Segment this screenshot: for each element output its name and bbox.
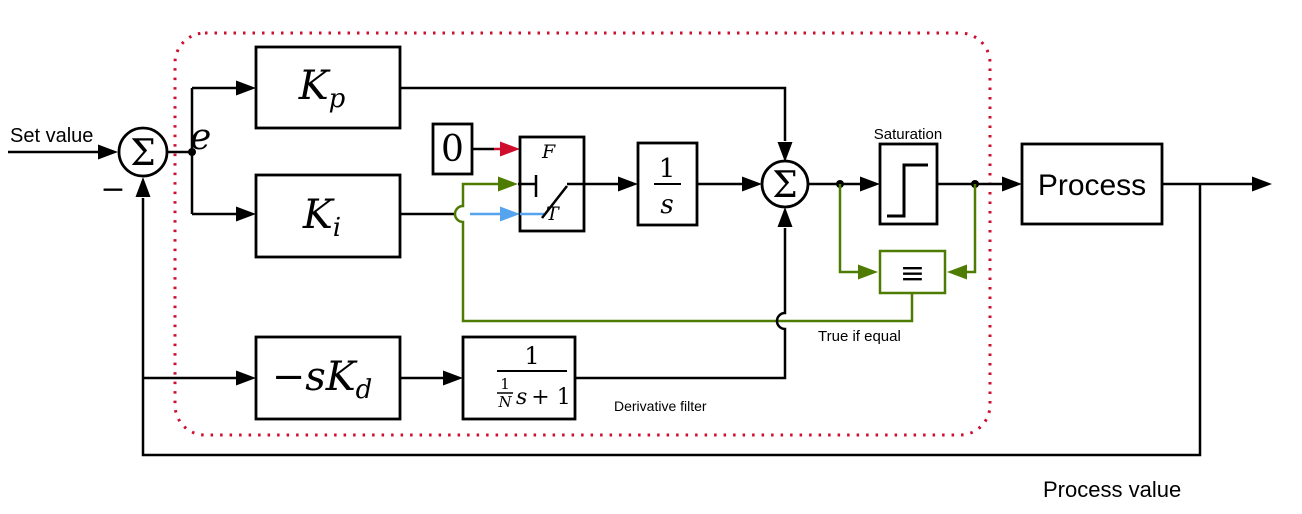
equal-right-tap-wire xyxy=(947,184,977,280)
switch-output-wire xyxy=(584,176,638,192)
filter-output-wire xyxy=(575,207,793,380)
integrator-denominator: s xyxy=(660,190,673,220)
arrowhead-icon xyxy=(500,141,520,157)
saturation-output-wire xyxy=(937,176,1022,192)
ki-box xyxy=(254,173,402,259)
arrowhead-icon xyxy=(777,207,793,227)
arrowhead-icon xyxy=(777,142,793,162)
zero-box xyxy=(431,122,474,176)
filter-numerator: 1 xyxy=(524,342,539,370)
filter-den-rest: + 1 xyxy=(531,385,570,410)
derivative-input-wire xyxy=(143,370,256,386)
process-label: Process xyxy=(1038,169,1146,202)
kp-out-path xyxy=(400,86,787,141)
arrowhead-icon xyxy=(742,176,762,192)
zero-label: 0 xyxy=(441,129,464,170)
ki-main: K xyxy=(302,192,335,238)
sum2-output-wire xyxy=(808,176,880,192)
process-block: Process xyxy=(1020,142,1164,226)
error-branch-wire xyxy=(167,80,256,222)
kd-gain-block: −sKd xyxy=(254,335,402,421)
ki-gain-block: Ki xyxy=(254,173,402,259)
saturation-label: Saturation xyxy=(874,126,942,143)
filter-den-s: s xyxy=(516,385,527,410)
kd-box xyxy=(254,335,402,421)
zero-constant-block: 0 xyxy=(431,122,474,176)
arrowhead-icon xyxy=(500,206,520,222)
kp-main: K xyxy=(298,63,331,109)
clamp-feedback-wire xyxy=(453,176,914,323)
equal-comparator-block: ≡ xyxy=(878,249,947,295)
kp-label: Kp xyxy=(298,63,346,114)
process-output-wire xyxy=(135,176,1272,457)
integrator-numerator: 1 xyxy=(659,154,676,184)
switch-false-label: F xyxy=(541,141,556,163)
filter-nested-denominator: N xyxy=(497,393,512,411)
arrowhead-icon xyxy=(236,80,256,96)
feedback-path xyxy=(141,184,1202,457)
saturation-curve-icon xyxy=(887,163,928,218)
equal-right-path xyxy=(967,184,977,274)
arrowhead-icon xyxy=(236,370,256,386)
arrowhead-icon xyxy=(1252,176,1272,192)
filter-nested-numerator: 1 xyxy=(500,375,510,393)
integrator-block: 1 s xyxy=(636,141,699,227)
arrowhead-icon xyxy=(135,177,151,197)
kd-main: −sK xyxy=(272,354,358,400)
saturation-block xyxy=(878,142,939,226)
arrowhead-icon xyxy=(618,176,638,192)
kd-label: −sKd xyxy=(272,354,373,405)
process-value-label: Process value xyxy=(1043,477,1181,502)
true-if-equal-label: True if equal xyxy=(818,328,901,345)
arrowhead-icon xyxy=(947,264,967,280)
arrowhead-icon xyxy=(236,206,256,222)
arrowhead-icon xyxy=(443,370,463,386)
arrowhead-icon xyxy=(860,176,880,192)
kd-sub: d xyxy=(356,375,373,405)
filter-denominator: s+ 1 xyxy=(516,385,571,410)
switch-block: F T xyxy=(518,135,586,233)
setpoint-wire xyxy=(8,144,118,160)
error-sum-junction: Σ xyxy=(117,126,169,178)
sigma-symbol: Σ xyxy=(772,165,797,206)
clamp-green-path xyxy=(453,182,914,323)
output-sum-junction: Σ xyxy=(760,159,810,209)
derivative-filter-label: Derivative filter xyxy=(614,398,707,414)
arrowhead-icon xyxy=(98,144,118,160)
set-value-label: Set value xyxy=(10,125,93,147)
true-input-wire xyxy=(470,206,520,222)
minus-sign-label: − xyxy=(100,172,125,207)
kp-output-wire xyxy=(400,86,793,162)
equal-left-path xyxy=(838,184,858,274)
kp-gain-block: Kp xyxy=(254,45,402,130)
filter-box xyxy=(461,335,577,421)
equal-left-tap-wire xyxy=(838,184,878,280)
ki-label: Ki xyxy=(302,192,341,243)
false-input-wire xyxy=(472,141,520,157)
ki-sub: i xyxy=(333,213,341,243)
saturation-box xyxy=(878,142,939,226)
switch-true-label: T xyxy=(546,203,560,225)
integrator-output-wire xyxy=(697,176,762,192)
derivative-filter-block: 1 1 N s+ 1 xyxy=(461,335,577,421)
error-signal-label: e xyxy=(190,117,211,158)
kd-output-wire xyxy=(400,370,463,386)
arrowhead-icon xyxy=(858,264,878,280)
equals-icon: ≡ xyxy=(900,256,925,291)
sigma-symbol: Σ xyxy=(130,133,155,174)
kp-box xyxy=(254,45,402,130)
switch-lever-icon xyxy=(541,185,568,219)
kp-sub: p xyxy=(329,84,346,114)
filter-out-path xyxy=(575,228,787,380)
arrowhead-icon xyxy=(498,176,518,192)
arrowhead-icon xyxy=(1002,176,1022,192)
process-box xyxy=(1020,142,1164,226)
equal-box xyxy=(878,249,947,295)
controller-boundary-dotted-box xyxy=(173,31,992,437)
